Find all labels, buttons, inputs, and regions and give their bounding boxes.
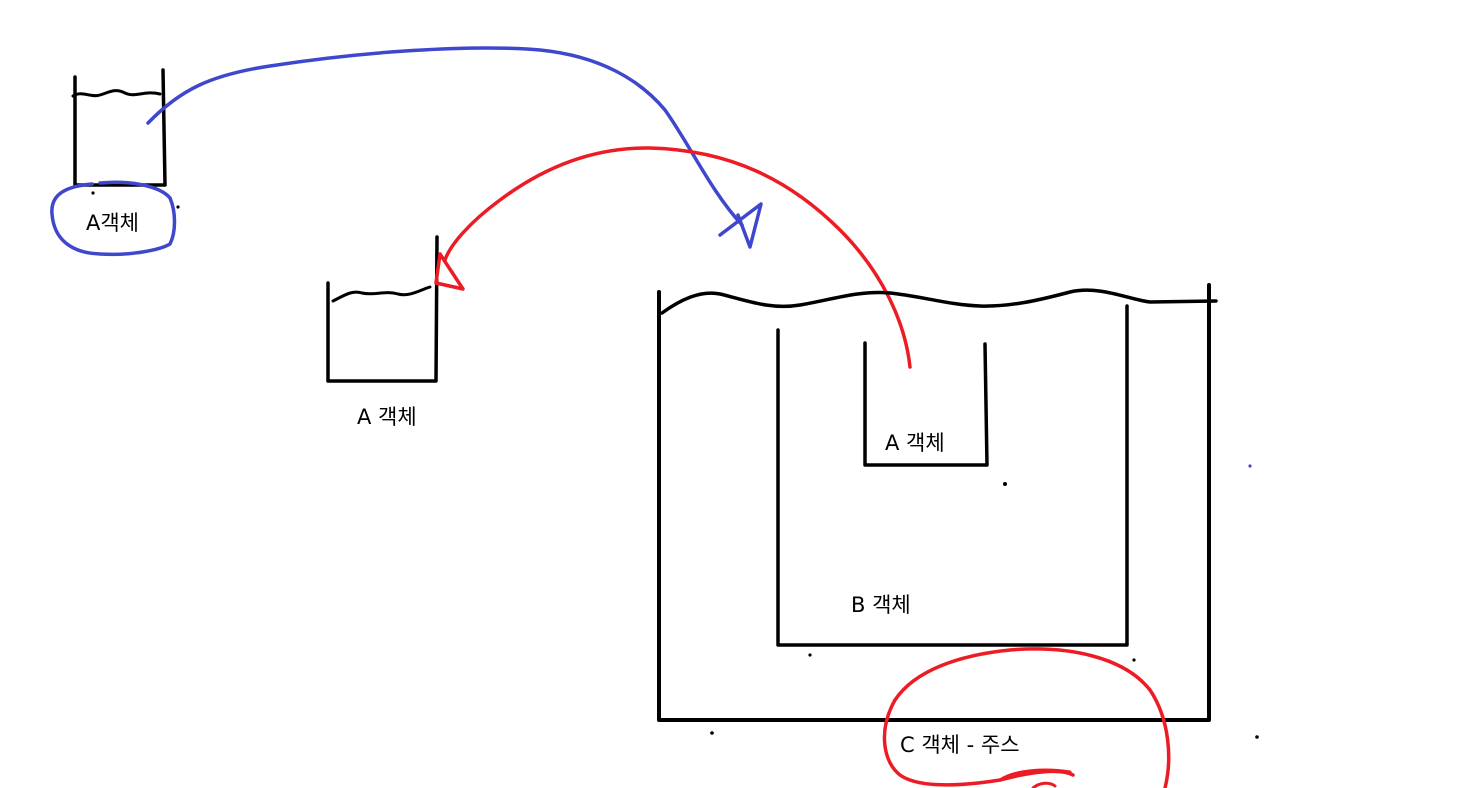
container-c-liquid-surface (660, 288, 1218, 315)
container-c: C 객체 - 주스 (657, 283, 1259, 788)
red-arrow (434, 146, 912, 369)
blue-arrow-curve (146, 46, 744, 227)
stray-dot (1255, 735, 1259, 739)
red-arrow-curve (443, 146, 912, 369)
stray-dot-blue (1248, 464, 1252, 468)
container-c-walls (657, 283, 1211, 722)
blue-circle-around-label (50, 180, 177, 257)
stray-dot (808, 653, 812, 657)
blue-arrow-head (718, 202, 763, 249)
cup-middle: A 객체 (326, 235, 439, 429)
stray-dot (1132, 658, 1136, 662)
container-b-label: B 객체 (851, 593, 911, 617)
cup-top-left-label: A객체 (86, 211, 139, 235)
cup-inner-walls (863, 341, 989, 467)
cup-top-left-liquid-surface (71, 89, 162, 98)
red-circle-around-c-label (882, 647, 1171, 788)
stray-dot (1003, 482, 1007, 486)
blue-arrow (146, 46, 1252, 468)
red-underline-scribble (998, 768, 1072, 782)
cup-top-left-walls (73, 68, 167, 187)
stray-dot (176, 205, 180, 209)
container-b-walls (776, 304, 1129, 647)
cup-middle-liquid-surface (331, 285, 432, 303)
cup-middle-label: A 객체 (357, 405, 417, 429)
cup-inner-label: A 객체 (885, 431, 945, 455)
cup-top-left: A객체 (50, 68, 180, 257)
cup-inner: A 객체 (863, 341, 1007, 486)
red-underline-scribble-2 (1031, 781, 1057, 788)
stray-dot (710, 731, 714, 735)
cup-middle-walls (326, 235, 439, 383)
container-b: B 객체 (776, 304, 1136, 662)
container-c-label: C 객체 - 주스 (900, 733, 1020, 757)
red-arrow-head (434, 252, 465, 291)
stray-dot (91, 191, 95, 195)
